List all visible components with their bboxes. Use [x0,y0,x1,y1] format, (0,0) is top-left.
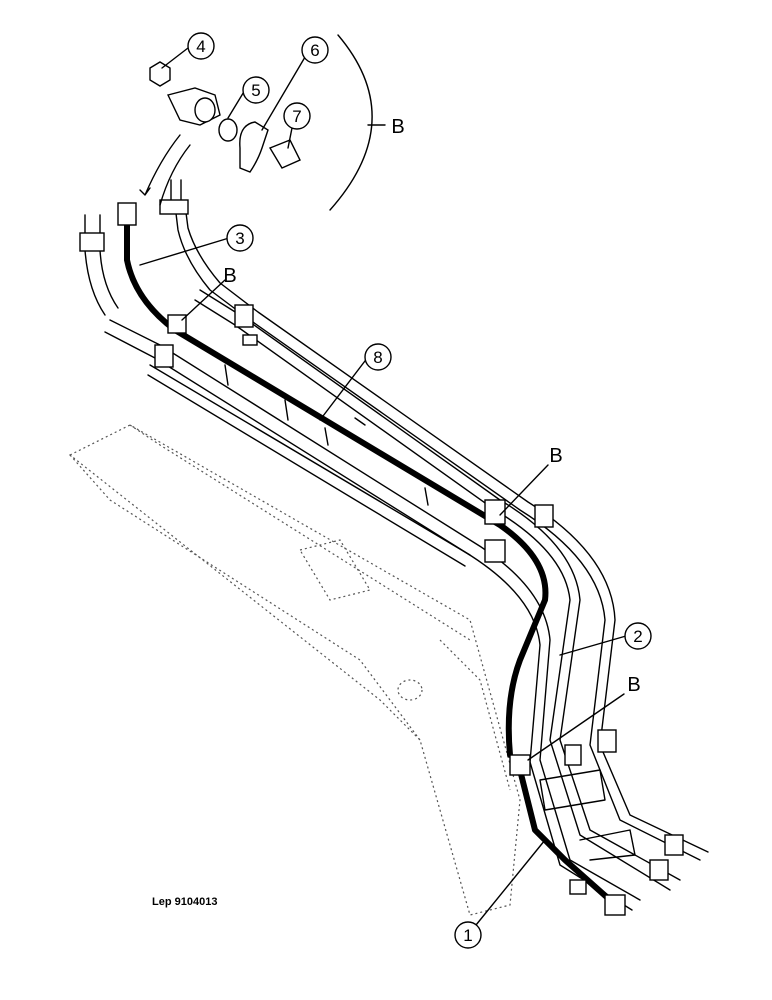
svg-text:4: 4 [196,37,205,56]
clamp-ref-b-upper-left: B [223,265,236,287]
boom-outline [68,424,521,916]
leader-lines [139,47,627,926]
exploded-fittings [139,34,386,211]
callout-3: 3 [226,224,254,252]
drawing-code: Lep 9104013 [152,896,217,908]
steel-pipes [84,179,709,911]
callout-5: 5 [242,76,270,104]
callout-1: 1 [454,921,482,949]
svg-text:3: 3 [235,229,244,248]
clamp-ref-b-top: B [391,116,404,138]
callout-7: 7 [283,102,311,130]
hose-clamps [79,199,684,916]
callout-6: 6 [301,36,329,64]
callout-8: 8 [364,343,392,371]
callout-2: 2 [624,622,652,650]
clamp-ref-b-lower: B [627,674,640,696]
svg-text:6: 6 [310,41,319,60]
clamp-ref-b-middle: B [549,445,562,467]
svg-text:2: 2 [633,627,642,646]
svg-text:7: 7 [292,107,301,126]
callout-4: 4 [187,32,215,60]
svg-text:8: 8 [373,348,382,367]
svg-text:1: 1 [463,926,472,945]
highlighted-hose [124,212,613,903]
svg-text:5: 5 [251,81,260,100]
